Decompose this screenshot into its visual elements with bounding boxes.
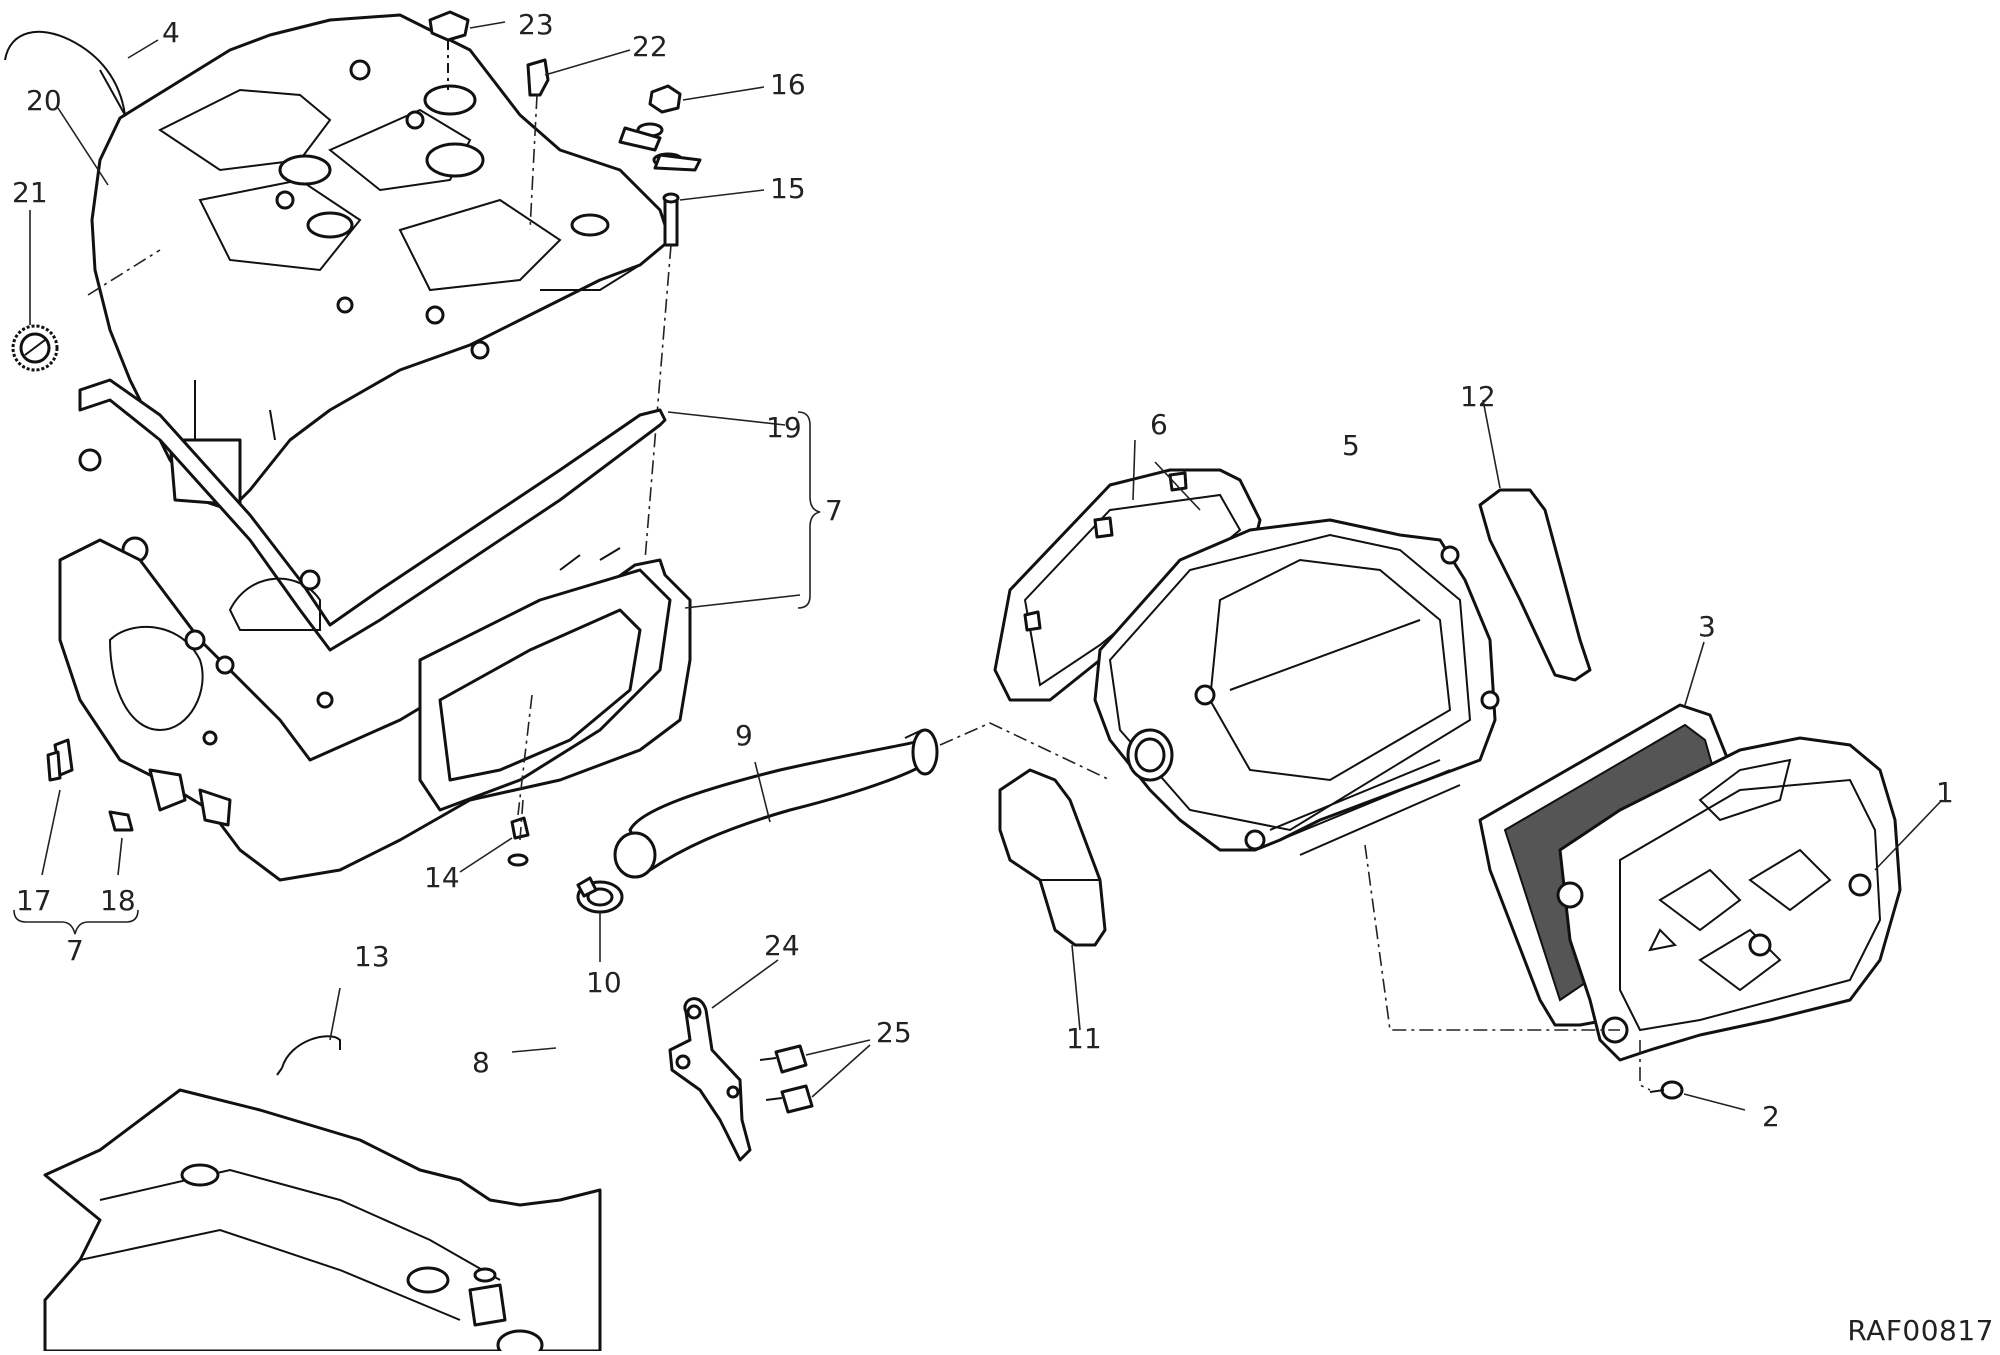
brace-group-7-bottom xyxy=(13,909,139,935)
callout-22: 22 xyxy=(632,30,668,63)
part-bracket-24 xyxy=(668,997,752,1162)
part-cable-strap-4 xyxy=(4,30,126,116)
part-clamp-25 xyxy=(759,1044,814,1114)
callout-25: 25 xyxy=(876,1016,912,1049)
callout-11: 11 xyxy=(1066,1022,1102,1055)
callout-6: 6 xyxy=(1150,408,1168,441)
callout-1: 1 xyxy=(1936,776,1954,809)
callout-9: 9 xyxy=(735,719,753,752)
part-screw-15 xyxy=(644,192,680,561)
callout-7-bottom: 7 xyxy=(66,934,84,967)
part-duct-9 xyxy=(613,728,939,879)
callout-4: 4 xyxy=(162,16,180,49)
callout-23: 23 xyxy=(518,8,554,41)
part-airbox-body-7 xyxy=(58,538,692,882)
assembly-lines xyxy=(87,249,1620,1031)
callout-19: 19 xyxy=(766,411,802,444)
callout-14: 14 xyxy=(424,861,460,894)
callout-labels: 4 20 21 23 22 16 15 19 7 17 18 7 14 9 10… xyxy=(12,8,1954,1133)
callout-17: 17 xyxy=(16,884,52,917)
callout-2: 2 xyxy=(1762,1100,1780,1133)
callout-18: 18 xyxy=(100,884,136,917)
callout-20: 20 xyxy=(26,84,62,117)
part-pad-11 xyxy=(998,768,1107,947)
part-frame-lower xyxy=(43,1088,602,1355)
part-clip-13 xyxy=(276,1035,341,1076)
part-plug-21 xyxy=(11,324,59,372)
callout-3: 3 xyxy=(1698,610,1716,643)
leader-lines xyxy=(29,21,1943,1111)
callout-10: 10 xyxy=(586,966,622,999)
part-clamp-14 xyxy=(510,799,530,841)
brace-group-7-right xyxy=(797,411,821,609)
part-clip-17 xyxy=(46,738,74,782)
part-airbox-housing-5 xyxy=(1093,518,1500,856)
part-fastener-23 xyxy=(428,10,470,90)
part-pad-12 xyxy=(1478,488,1592,682)
callout-8: 8 xyxy=(472,1046,490,1079)
callout-13: 13 xyxy=(354,940,390,973)
callout-7-right: 7 xyxy=(825,494,843,527)
callout-15: 15 xyxy=(770,172,806,205)
callout-24: 24 xyxy=(764,929,800,962)
part-hose-clamp-10 xyxy=(576,876,624,914)
callout-12: 12 xyxy=(1460,380,1496,413)
callout-5: 5 xyxy=(1342,429,1360,462)
drawing-reference-code: RAF00817 xyxy=(1847,1314,1994,1347)
part-clip-22 xyxy=(526,58,550,231)
callout-16: 16 xyxy=(770,68,806,101)
part-screw-2 xyxy=(1639,1040,1684,1100)
callout-21: 21 xyxy=(12,176,48,209)
part-nut-16 xyxy=(618,84,702,172)
part-clip-18 xyxy=(108,810,134,832)
